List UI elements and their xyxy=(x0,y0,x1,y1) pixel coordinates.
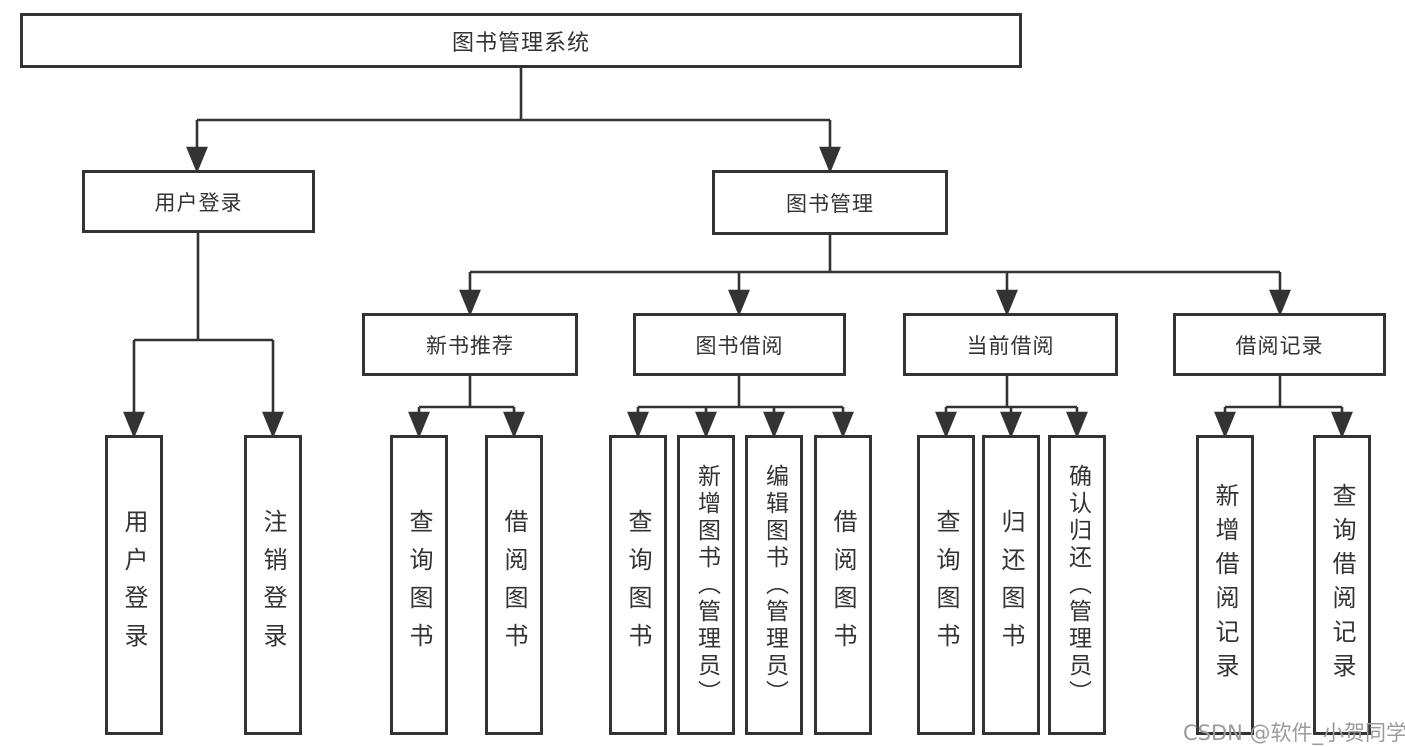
node-user-login: 用户登录 xyxy=(82,170,315,233)
node-borrowing-records-label: 借阅记录 xyxy=(1235,333,1324,358)
leaf-query-books-3: 查询图书 xyxy=(917,435,975,735)
node-borrowing-records: 借阅记录 xyxy=(1173,313,1386,376)
leaf-add-borrow-record: 新增借阅记录 xyxy=(1196,435,1254,735)
leaf-logout-label: 注销登录 xyxy=(259,509,287,661)
leaf-return-books-label: 归还图书 xyxy=(997,509,1025,661)
root-node-label: 图书管理系统 xyxy=(451,30,590,56)
leaf-user-login-label: 用户登录 xyxy=(120,509,148,661)
leaf-borrow-books-2: 借阅图书 xyxy=(814,435,872,735)
node-book-borrowing: 图书借阅 xyxy=(633,313,846,376)
leaf-query-books-1-label: 查询图书 xyxy=(405,509,433,661)
leaf-query-borrow-record: 查询借阅记录 xyxy=(1313,435,1371,735)
connector-book-borrowing-children xyxy=(627,376,854,439)
connector-new-book-children xyxy=(408,376,525,439)
connector-book-management-children xyxy=(459,235,1291,317)
node-new-book-recommend: 新书推荐 xyxy=(362,313,578,376)
leaf-borrow-books-1-label: 借阅图书 xyxy=(500,509,528,661)
node-book-management: 图书管理 xyxy=(712,170,948,235)
node-current-borrowing: 当前借阅 xyxy=(903,313,1118,376)
root-node-book-management-system: 图书管理系统 xyxy=(20,13,1022,68)
leaf-query-borrow-record-label: 查询借阅记录 xyxy=(1328,483,1356,687)
node-book-management-label: 图书管理 xyxy=(786,191,874,216)
leaf-confirm-return-admin: 确认归还（管理员） xyxy=(1048,435,1106,735)
leaf-add-borrow-record-label: 新增借阅记录 xyxy=(1211,483,1239,687)
leaf-edit-books-admin: 编辑图书（管理员） xyxy=(745,435,803,735)
connector-borrowing-records-children xyxy=(1214,376,1353,439)
node-new-book-recommend-label: 新书推荐 xyxy=(426,333,514,358)
leaf-user-login: 用户登录 xyxy=(105,435,163,735)
leaf-query-books-2-label: 查询图书 xyxy=(624,509,652,661)
leaf-add-books-admin-label: 新增图书（管理员） xyxy=(693,463,720,707)
connector-root-to-level2 xyxy=(186,68,841,174)
leaf-logout: 注销登录 xyxy=(244,435,302,735)
csdn-watermark: CSDN @软件_小贺同学 xyxy=(1183,721,1405,745)
leaf-add-books-admin: 新增图书（管理员） xyxy=(677,435,735,735)
leaf-confirm-return-admin-label: 确认归还（管理员） xyxy=(1064,463,1091,707)
leaf-edit-books-admin-label: 编辑图书（管理员） xyxy=(761,463,788,707)
leaf-return-books: 归还图书 xyxy=(982,435,1040,735)
node-user-login-label: 用户登录 xyxy=(154,190,243,215)
leaf-query-books-3-label: 查询图书 xyxy=(932,509,960,661)
leaf-query-books-2: 查询图书 xyxy=(609,435,667,735)
node-current-borrowing-label: 当前借阅 xyxy=(966,333,1055,358)
connector-user-login-children xyxy=(123,233,284,439)
connector-current-borrowing-children xyxy=(935,376,1088,439)
node-book-borrowing-label: 图书借阅 xyxy=(695,333,784,358)
leaf-borrow-books-2-label: 借阅图书 xyxy=(829,509,857,661)
leaf-query-books-1: 查询图书 xyxy=(390,435,448,735)
leaf-borrow-books-1: 借阅图书 xyxy=(485,435,543,735)
